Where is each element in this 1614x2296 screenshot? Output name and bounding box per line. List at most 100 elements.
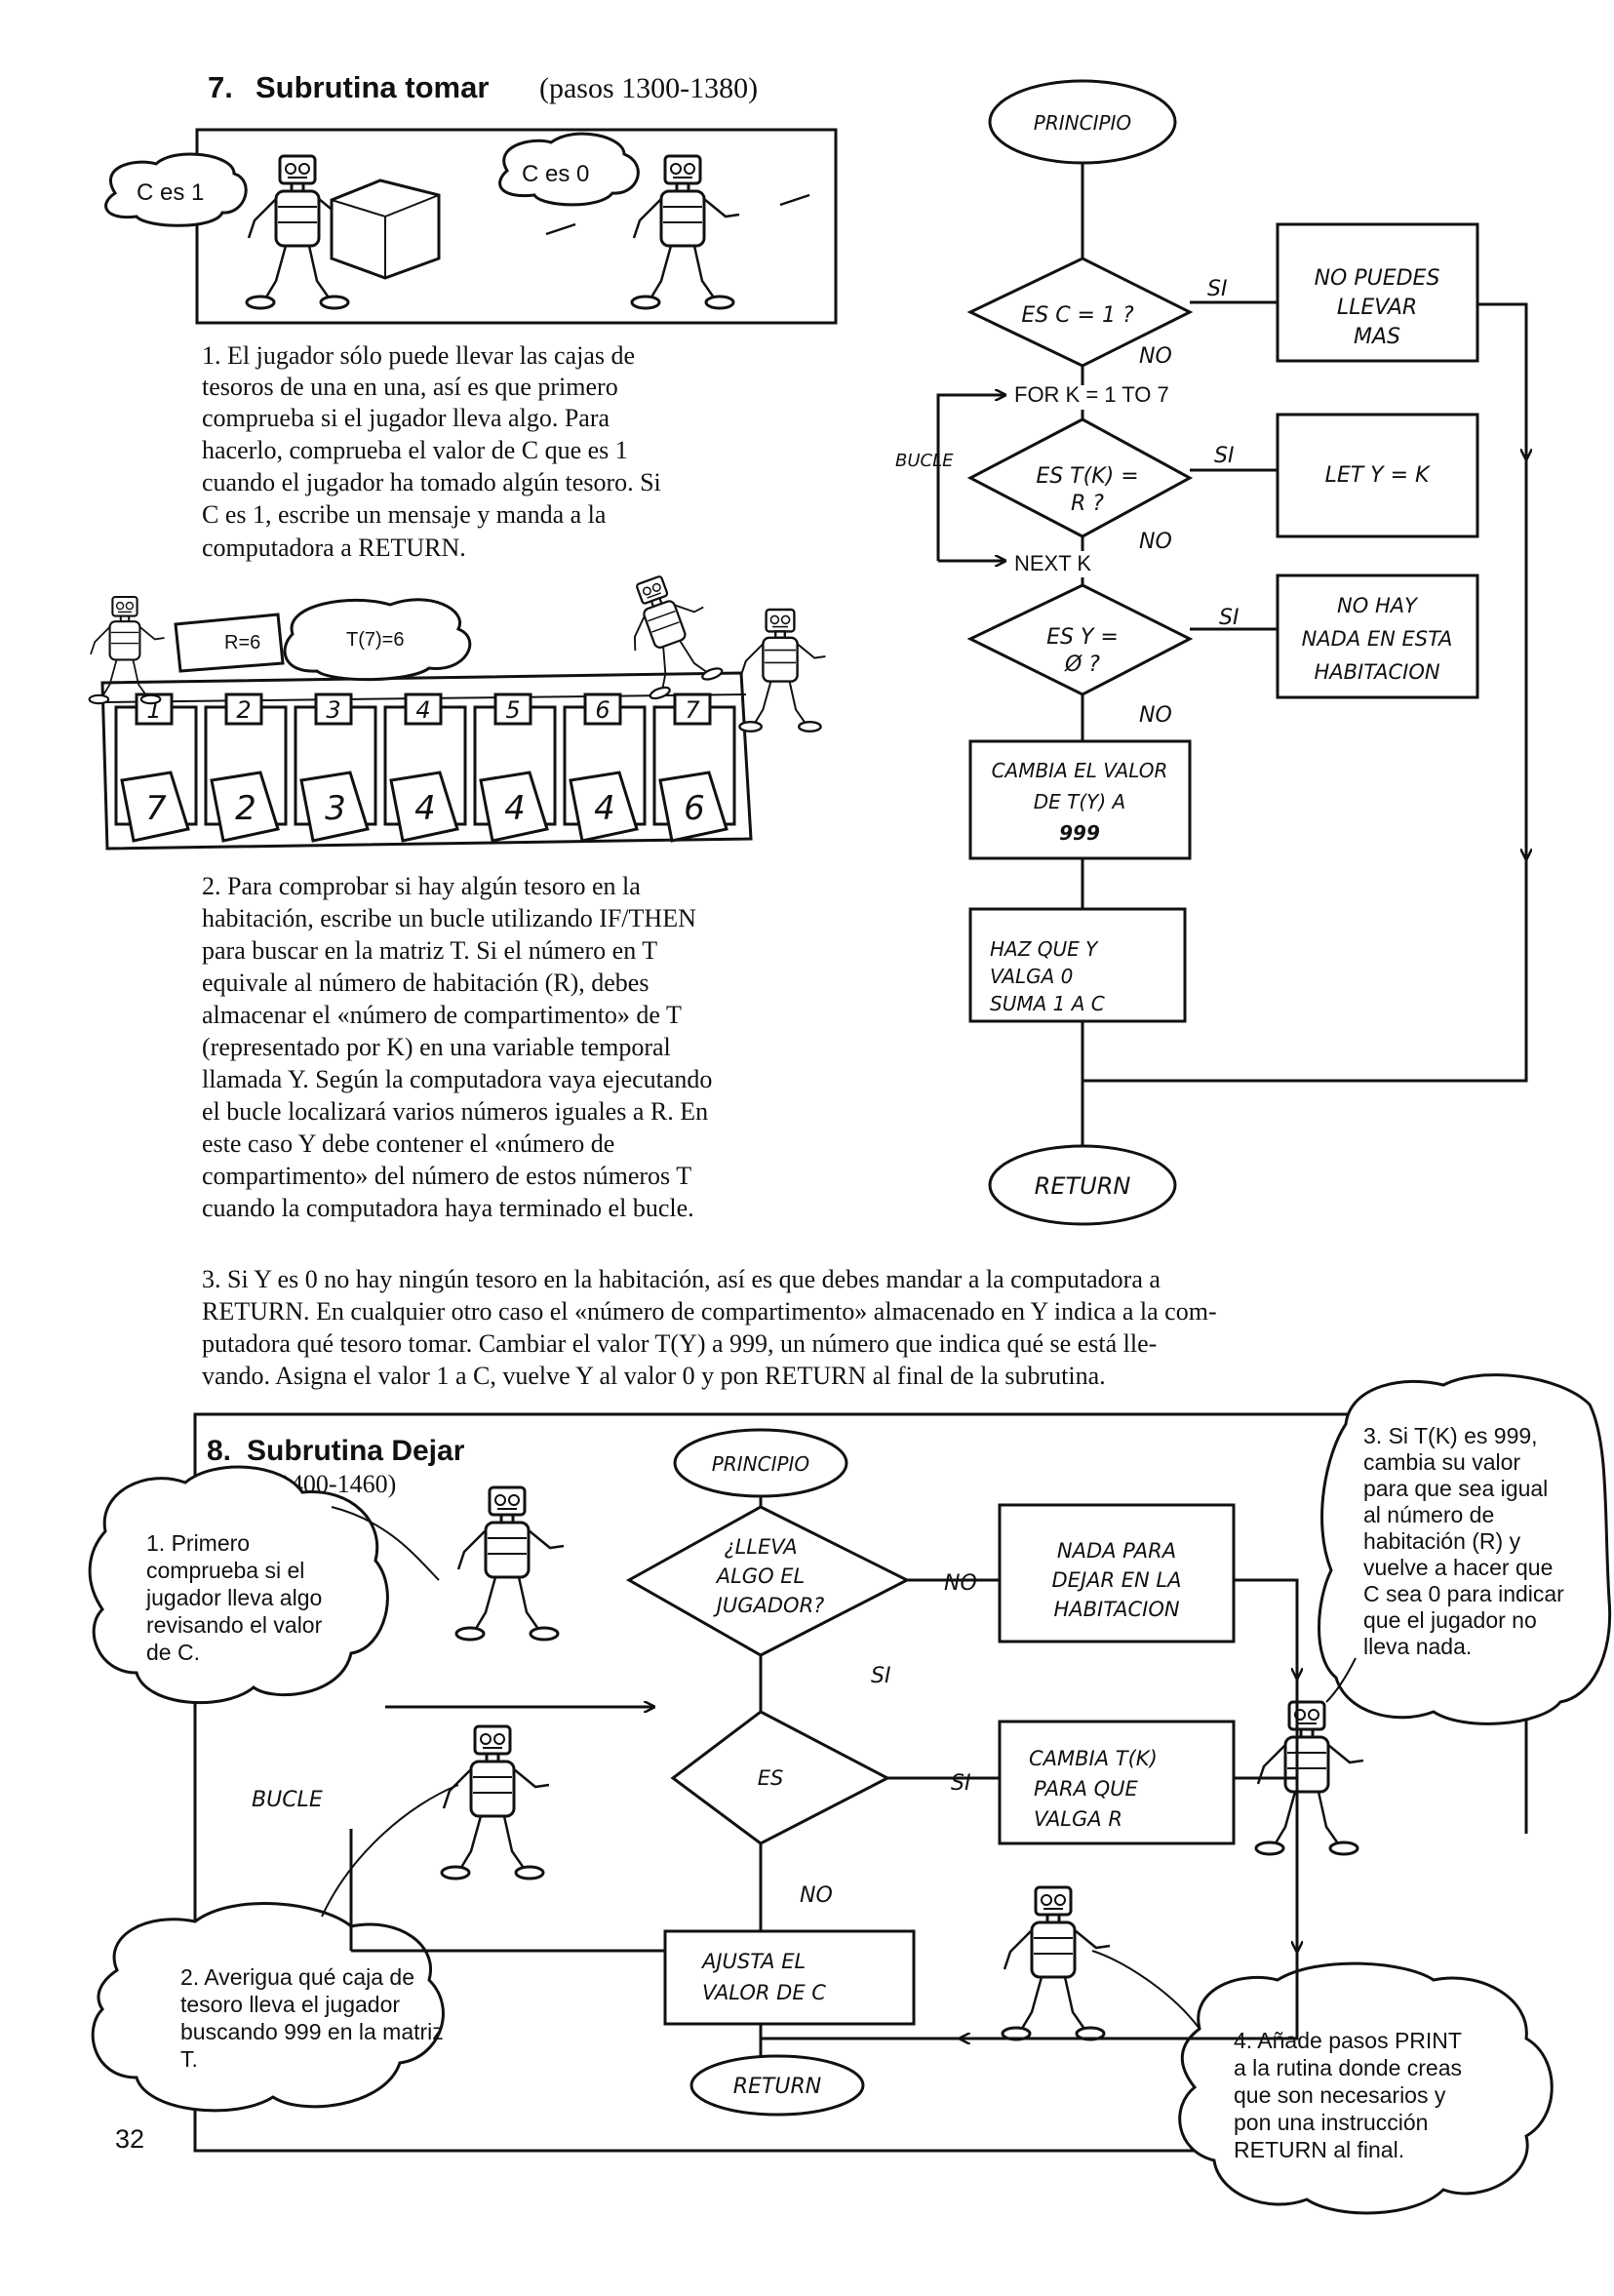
note1-line: jugador lleva algo bbox=[145, 1585, 322, 1610]
compartment-tag bbox=[404, 693, 443, 726]
note4-line: a la rutina donde creas bbox=[1234, 2055, 1462, 2080]
fc7-loop-label: BUCLE bbox=[895, 451, 954, 471]
note4-line: pon una instrucción bbox=[1234, 2110, 1428, 2135]
fc7-dec2-line: R ? bbox=[1071, 492, 1104, 516]
fc8-box1-line: DEJAR EN LA bbox=[1052, 1568, 1182, 1592]
compartment-tag bbox=[583, 693, 622, 726]
p1-line: tesoros de una en una, así es que primer… bbox=[202, 373, 618, 401]
fc7-dec3-line: Ø ? bbox=[1064, 653, 1100, 677]
compartment-tag bbox=[224, 693, 263, 726]
robot-shelf-right bbox=[738, 608, 827, 732]
fc8-end-label: RETURN bbox=[733, 2075, 821, 2099]
note4-line: RETURN al final. bbox=[1234, 2137, 1404, 2162]
fc7-end bbox=[988, 1144, 1177, 1226]
p1-line: hacerlo, comprueba el valor de C que es … bbox=[202, 436, 628, 464]
compartment-number: 7 bbox=[685, 696, 700, 724]
p1-line: computadora a RETURN. bbox=[202, 534, 466, 562]
bubble-left-text: C es 1 bbox=[137, 179, 204, 206]
note3-line: cambia su valor bbox=[1363, 1449, 1520, 1475]
p1-line: 1. El jugador sólo puede llevar las caja… bbox=[202, 341, 635, 370]
p2-line: equivale al número de habitación (R), de… bbox=[202, 969, 649, 997]
treasure-paper bbox=[389, 771, 459, 843]
note3-line: al número de bbox=[1363, 1502, 1494, 1527]
note-2-cloud bbox=[91, 1902, 445, 2113]
note-1-cloud bbox=[88, 1465, 389, 1705]
note-4: 4. Añade pasos PRINT a la rutina donde c… bbox=[1234, 2028, 1462, 2162]
section7-subtitle: (pasos 1300-1380) bbox=[539, 72, 758, 104]
note-3-cloud bbox=[1318, 1373, 1612, 1725]
treasure-paper bbox=[479, 771, 549, 843]
fc8-box-cambia bbox=[998, 1720, 1236, 1845]
treasure-value: 4 bbox=[594, 789, 615, 828]
shelf-bubble-2-text: T(7)=6 bbox=[346, 629, 404, 651]
p3-line: RETURN. En cualquier otro caso el «númer… bbox=[202, 1297, 1217, 1326]
section7-heading: 7. Subrutina tomar (pasos 1300-1380) bbox=[208, 70, 758, 104]
fc7-box-haz bbox=[968, 907, 1187, 1023]
note-1: 1. Primero comprueba si el jugador lleva… bbox=[145, 1530, 323, 1665]
robot-s8-1 bbox=[454, 1485, 566, 1642]
compartment-number: 5 bbox=[505, 696, 520, 724]
fc8-dec1-line: JUGADOR? bbox=[713, 1594, 825, 1617]
bubble-right-text: C es 0 bbox=[522, 161, 589, 187]
section7-title: Subrutina tomar bbox=[256, 70, 489, 104]
treasure-value: 4 bbox=[504, 789, 526, 828]
treasure-paper bbox=[299, 771, 370, 843]
paragraph-1: 1. El jugador sólo puede llevar las caja… bbox=[202, 341, 661, 562]
fc7-box3-line: HABITACION bbox=[1314, 660, 1439, 684]
note-4-cloud bbox=[1178, 1961, 1554, 2215]
p2-line: el bucle localizará varios números igual… bbox=[202, 1097, 708, 1126]
fc7-box5-line: VALGA 0 bbox=[990, 965, 1073, 988]
fc8-box2-line: PARA QUE bbox=[1034, 1777, 1139, 1801]
note4-line: 4. Añade pasos PRINT bbox=[1234, 2028, 1462, 2053]
note3-line: C sea 0 para indicar bbox=[1363, 1581, 1564, 1606]
fc7-dec3-no: NO bbox=[1139, 703, 1172, 728]
p1-line: cuando el jugador ha tomado algún tesoro… bbox=[202, 468, 661, 496]
fc8-box-nada bbox=[998, 1503, 1236, 1643]
p2-line: (representado por K) en una variable tem… bbox=[202, 1033, 671, 1061]
fc7-box-no-hay bbox=[1276, 574, 1479, 699]
fc8-box1-line: NADA PARA bbox=[1057, 1539, 1176, 1563]
fc7-box-let bbox=[1276, 413, 1479, 538]
p2-line: este caso Y debe contener el «número de bbox=[202, 1129, 614, 1158]
compartment-tag bbox=[673, 693, 712, 726]
fc7-dec3-yes: SI bbox=[1219, 606, 1239, 630]
fc7-start-label: PRINCIPIO bbox=[1034, 111, 1131, 135]
note-2: 2. Averigua qué caja de tesoro lleva el … bbox=[180, 1964, 444, 2072]
treasure-value: 2 bbox=[235, 789, 256, 828]
treasure-value: 4 bbox=[414, 789, 436, 828]
fc7-box1-line: MAS bbox=[1354, 325, 1400, 349]
fc8-dec1-no: NO bbox=[944, 1571, 977, 1596]
p2-line: llamada Y. Según la computadora vaya eje… bbox=[202, 1065, 712, 1093]
robot-s8-4 bbox=[1001, 1885, 1112, 2041]
compartment-tag bbox=[314, 693, 353, 726]
p2-line: habitación, escribe un bucle utilizando … bbox=[202, 904, 696, 932]
treasure-paper bbox=[569, 771, 639, 843]
fc7-box-no-puedes bbox=[1276, 222, 1479, 363]
fc7-end-label: RETURN bbox=[1035, 1172, 1131, 1200]
p1-line: comprueba si el jugador lleva algo. Para bbox=[202, 404, 610, 432]
flowchart-7: PRINCIPIO ES C = 1 ? SI NO PUEDES LLEVAR… bbox=[895, 79, 1526, 1226]
p2-line: cuando la computadora haya terminado el … bbox=[202, 1194, 694, 1222]
fc8-dec2-no: NO bbox=[800, 1883, 833, 1908]
fc8-box-ajusta bbox=[663, 1929, 916, 2026]
page-number: 32 bbox=[115, 2124, 144, 2154]
fc7-box-cambia bbox=[968, 739, 1192, 860]
fc7-dec2-line: ES T(K) = bbox=[1036, 464, 1138, 489]
fc7-decision-c-label: ES C = 1 ? bbox=[1021, 303, 1134, 328]
treasure-value: 6 bbox=[684, 789, 705, 828]
fc8-box2-line: CAMBIA T(K) bbox=[1029, 1747, 1158, 1770]
fc7-dec1-yes: SI bbox=[1207, 277, 1227, 301]
fc7-box3-line: NADA EN ESTA bbox=[1302, 627, 1453, 651]
fc7-box5-line: SUMA 1 A C bbox=[990, 992, 1105, 1015]
note1-line: revisando el valor bbox=[146, 1612, 323, 1638]
fc8-dec1-line: ¿LLEVA bbox=[724, 1535, 797, 1559]
thought-bubble bbox=[283, 598, 472, 682]
p2-line: para buscar en la matriz T. Si el número… bbox=[202, 936, 657, 965]
note3-line: lleva nada. bbox=[1363, 1634, 1472, 1659]
fc8-box1-line: HABITACION bbox=[1053, 1598, 1179, 1621]
p2-line: almacenar el «número de compartimento» d… bbox=[202, 1001, 682, 1029]
p2-line: 2. Para comprobar si hay algún tesoro en… bbox=[202, 872, 641, 900]
fc7-box5-line: HAZ QUE Y bbox=[990, 937, 1099, 961]
